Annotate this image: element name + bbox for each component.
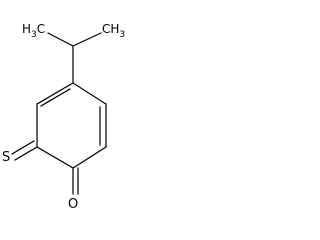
bond-ring-bottom-left (36, 146, 74, 169)
bond-ring-top-right (72, 82, 107, 105)
bond-ring-top-left-double (40, 88, 71, 107)
bond-ring-bottom-right (72, 146, 107, 169)
bond-methyl-left (47, 32, 74, 47)
sulfur-label: S (2, 150, 10, 165)
bond-methyl-right (72, 32, 102, 47)
methyl-left-label: H3C (22, 22, 45, 40)
oxygen-label: O (68, 197, 78, 212)
methyl-right-label: CH3 (102, 22, 125, 40)
bond-thione-double (11, 140, 35, 155)
molecule-structure: H3C CH3 S O (2, 22, 125, 212)
bond-thione (14, 146, 38, 161)
bond-ring-top-left (36, 82, 74, 105)
